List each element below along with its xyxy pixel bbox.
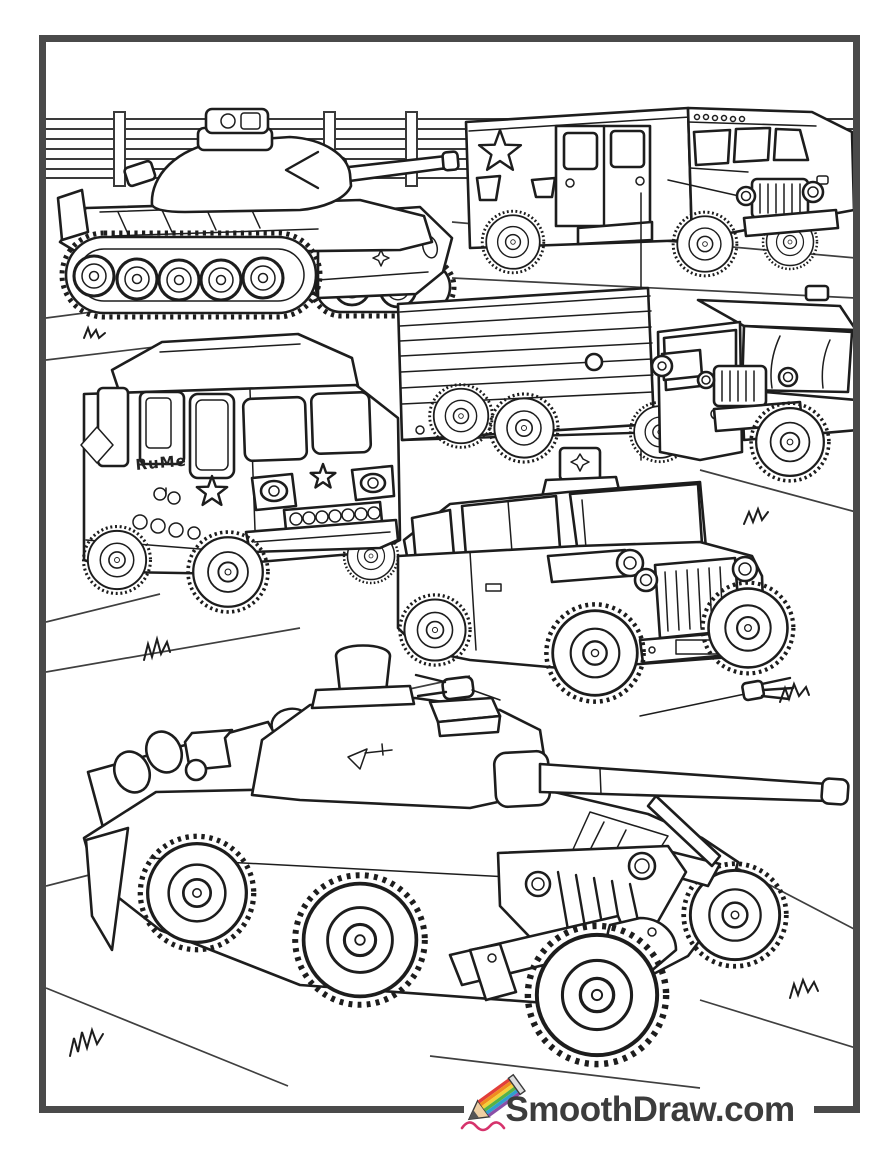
box-truck-headlight bbox=[735, 185, 757, 207]
box-truck-front bbox=[735, 175, 840, 238]
armored-car-headlight bbox=[627, 851, 657, 881]
armored-car-cannon bbox=[492, 749, 850, 868]
jeep bbox=[396, 446, 793, 702]
grass bbox=[69, 325, 819, 1057]
cargo-truck-headlight bbox=[696, 370, 716, 390]
jeep-headlight bbox=[731, 555, 759, 583]
frame-logo-gap bbox=[464, 1096, 814, 1118]
armored-car-turret bbox=[250, 644, 795, 810]
grass-tuft bbox=[143, 635, 171, 661]
armored-car-headlight bbox=[524, 870, 552, 898]
van-markings: RuMe bbox=[80, 426, 229, 540]
grass-tuft bbox=[789, 977, 819, 999]
ground-plug-object bbox=[414, 673, 501, 701]
grass-tuft bbox=[83, 325, 106, 340]
jeep-light-star bbox=[570, 453, 590, 472]
box-truck bbox=[464, 106, 853, 278]
box-truck-window bbox=[772, 127, 810, 162]
van-windshield bbox=[309, 390, 373, 456]
tank bbox=[56, 107, 460, 320]
box-truck-headlight bbox=[801, 180, 825, 204]
box-truck-doors bbox=[554, 124, 654, 246]
grass-tuft bbox=[69, 1026, 104, 1057]
jeep-headlight bbox=[633, 567, 659, 593]
armored-car-exhaust bbox=[112, 750, 152, 794]
tank-star-marking bbox=[372, 249, 390, 267]
fence-post bbox=[113, 111, 126, 187]
tank-turret bbox=[123, 107, 353, 214]
jeep-hood-scope bbox=[546, 548, 630, 584]
van-marking-text: RuMe bbox=[135, 452, 188, 474]
armored-car-exhaust bbox=[144, 730, 184, 774]
footer-logo: SmoothDraw.com bbox=[460, 1073, 795, 1132]
turret-antenna bbox=[639, 676, 795, 717]
van-windshield bbox=[241, 395, 309, 463]
pencil-squiggle bbox=[460, 1121, 506, 1132]
van: RuMe bbox=[80, 332, 402, 614]
box-truck-cab bbox=[667, 106, 853, 242]
box-truck-window bbox=[732, 126, 772, 164]
van-headlight bbox=[359, 472, 387, 494]
cargo-truck-headlight bbox=[777, 366, 799, 388]
armored-car-beacon bbox=[310, 644, 416, 710]
grass-tuft bbox=[743, 506, 769, 525]
van-front-star bbox=[309, 462, 337, 489]
van-side-star bbox=[195, 474, 229, 507]
brand-text: SmoothDraw.com bbox=[505, 1090, 794, 1129]
van-headlight bbox=[259, 479, 289, 503]
grass-tuft bbox=[779, 681, 810, 703]
fence-post bbox=[405, 111, 418, 187]
box-truck-star bbox=[477, 128, 523, 171]
cargo-truck bbox=[396, 192, 853, 483]
armored-car bbox=[82, 644, 850, 1065]
page-frame bbox=[39, 35, 860, 1113]
tank-track bbox=[59, 230, 323, 320]
van-front bbox=[244, 462, 400, 554]
box-truck-window bbox=[692, 128, 732, 167]
pencil-icon bbox=[467, 1073, 526, 1121]
van-windows bbox=[96, 386, 373, 480]
